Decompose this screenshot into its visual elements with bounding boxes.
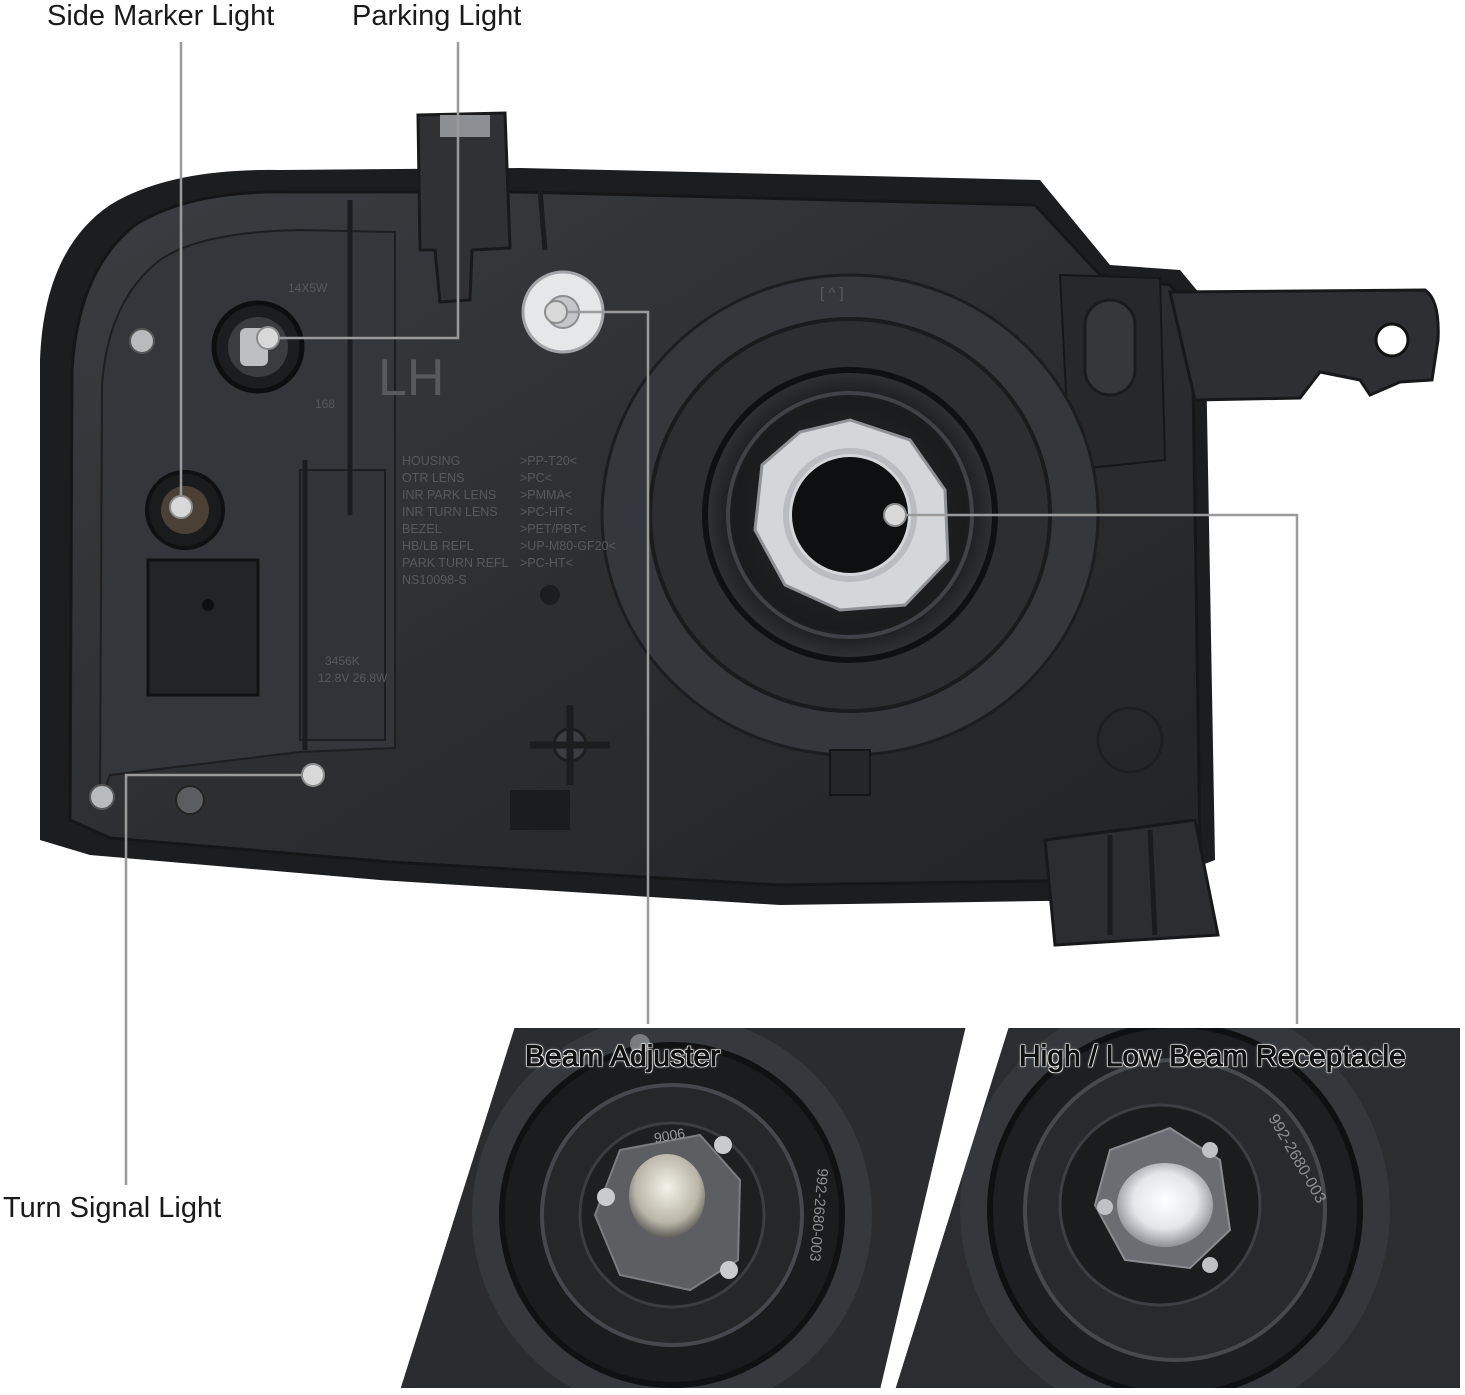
material-value: >PMMA< xyxy=(520,488,572,502)
dot-beam-adjuster xyxy=(544,300,568,324)
material-part: OTR LENS xyxy=(402,471,465,485)
housing-markings: LH [ ^ ] 14X5W 168 3456K 12.8V 26.8W HOU… xyxy=(288,281,844,685)
dot-turn-signal xyxy=(301,763,325,787)
material-part: INR PARK LENS xyxy=(402,488,496,502)
material-part: PARK TURN REFL xyxy=(402,556,509,570)
callout-dots xyxy=(169,300,907,787)
materials-table: HOUSING >PP-T20< OTR LENS >PC< INR PARK LENS… xyxy=(402,454,616,587)
dot-receptacle xyxy=(883,503,907,527)
park-bulb-code: 168 xyxy=(315,397,335,411)
material-part: HOUSING xyxy=(402,454,460,468)
adjuster-gear xyxy=(530,705,610,785)
turn-signal-socket xyxy=(146,558,260,697)
inset-beam-adjuster: 9006 992-2680-003 xyxy=(395,1024,971,1392)
parking-light-label: Parking Light xyxy=(352,0,522,32)
leader-turn-signal xyxy=(124,773,313,1185)
screw xyxy=(175,785,205,815)
side-marking: LH xyxy=(378,349,444,407)
top-mounting-tab xyxy=(416,111,512,304)
inset-receptacle: 992-2680-003 xyxy=(890,1024,1464,1392)
beam-adjuster-title: Beam Adjuster xyxy=(524,1040,721,1073)
top-mark: [ ^ ] xyxy=(820,285,844,302)
headlight-housing xyxy=(40,111,1440,947)
material-part: HB/LB REFL xyxy=(402,539,474,553)
right-mounting-bracket xyxy=(1168,288,1440,402)
bottom-mounting-foot xyxy=(1043,818,1220,947)
inset-1-frame xyxy=(395,1024,971,1392)
bulb-socket xyxy=(753,418,950,612)
leader-receptacle xyxy=(895,513,1299,1025)
material-value: >PC-HT< xyxy=(520,505,573,519)
material-value: >UP-M80-GF20< xyxy=(520,539,616,553)
inset-1-bulb-type: 9006 xyxy=(653,1125,687,1146)
material-part: BEZEL xyxy=(402,522,442,536)
receptacle-title: High / Low Beam Receptacle xyxy=(1019,1040,1407,1073)
material-value: >PET/PBT< xyxy=(520,522,587,536)
material-value: >PC< xyxy=(520,471,552,485)
screw xyxy=(540,585,560,605)
turn-bulb-marking-1: 3456K xyxy=(325,654,360,668)
callout-leaders xyxy=(124,42,1299,1185)
screw xyxy=(129,328,155,354)
screw xyxy=(89,784,115,810)
side-marker-light-label: Side Marker Light xyxy=(47,0,275,32)
material-value: >PP-T20< xyxy=(520,454,577,468)
dot-parking xyxy=(256,326,280,350)
material-value: >PC-HT< xyxy=(520,556,573,570)
turn-bulb-marking-2: 12.8V 26.8W xyxy=(318,671,388,685)
material-part: NS10098-S xyxy=(402,573,467,587)
material-part: INR TURN LENS xyxy=(402,505,498,519)
dot-side-marker xyxy=(169,495,193,519)
tab-clip xyxy=(440,115,490,137)
parking-light-socket xyxy=(211,300,305,394)
leader-beam-adjuster xyxy=(556,310,650,1025)
leader-parking xyxy=(272,42,460,340)
bracket-hole xyxy=(1374,322,1410,358)
park-bulb-marking: 14X5W xyxy=(288,281,328,295)
turn-signal-light-label: Turn Signal Light xyxy=(3,1192,222,1224)
inset-2-frame xyxy=(890,1024,1464,1392)
